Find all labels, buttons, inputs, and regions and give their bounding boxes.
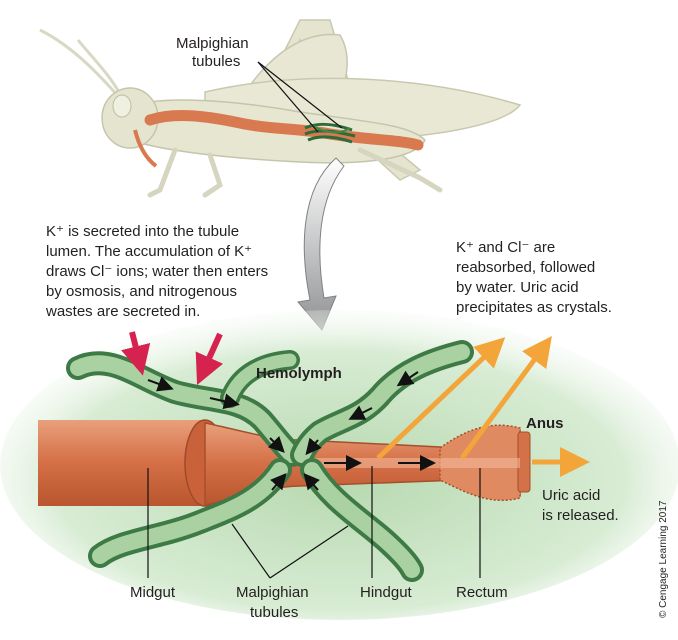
- secretion-note-line: wastes are secreted in.: [45, 303, 200, 320]
- uric-acid-note-line1: Uric acid: [542, 487, 600, 504]
- antenna: [78, 40, 120, 94]
- secretion-note-line: draws Cl⁻ ions; water then enters: [46, 263, 268, 280]
- reabsorption-note-line: K⁺ and Cl⁻ are: [456, 239, 555, 256]
- zoom-arrow: [298, 158, 344, 330]
- midgut-label: Midgut: [130, 584, 176, 601]
- secretion-note-line: K⁺ is secreted into the tubule: [46, 223, 239, 240]
- secretion-note-line: by osmosis, and nitrogenous: [46, 283, 237, 300]
- leg: [150, 150, 175, 195]
- malpighian-label-line2: tubules: [250, 604, 298, 621]
- anus-label: Anus: [526, 415, 564, 432]
- hindgut-label: Hindgut: [360, 584, 413, 601]
- hemolymph-label: Hemolymph: [256, 365, 342, 382]
- insect-malpighian-label-line2: tubules: [192, 53, 240, 70]
- grasshopper-illustration: [40, 20, 520, 195]
- reabsorption-note-line: by water. Uric acid: [456, 279, 579, 296]
- reabsorption-note: K⁺ and Cl⁻ are reabsorbed, followed by w…: [456, 239, 612, 316]
- rectum-label: Rectum: [456, 584, 508, 601]
- secretion-note: K⁺ is secreted into the tubule lumen. Th…: [45, 223, 268, 320]
- midgut: [38, 420, 206, 506]
- eye: [113, 95, 131, 117]
- copyright-notice: © Cengage Learning 2017: [658, 500, 669, 618]
- insect-malpighian-label-line1: Malpighian: [176, 35, 249, 52]
- uric-acid-note-line2: is released.: [542, 507, 619, 524]
- malpighian-label-line1: Malpighian: [236, 584, 309, 601]
- secretion-note-line: lumen. The accumulation of K⁺: [46, 243, 252, 260]
- leg: [205, 155, 220, 195]
- reabsorption-note-line: precipitates as crystals.: [456, 299, 612, 316]
- reabsorption-note-line: reabsorbed, followed: [456, 259, 595, 276]
